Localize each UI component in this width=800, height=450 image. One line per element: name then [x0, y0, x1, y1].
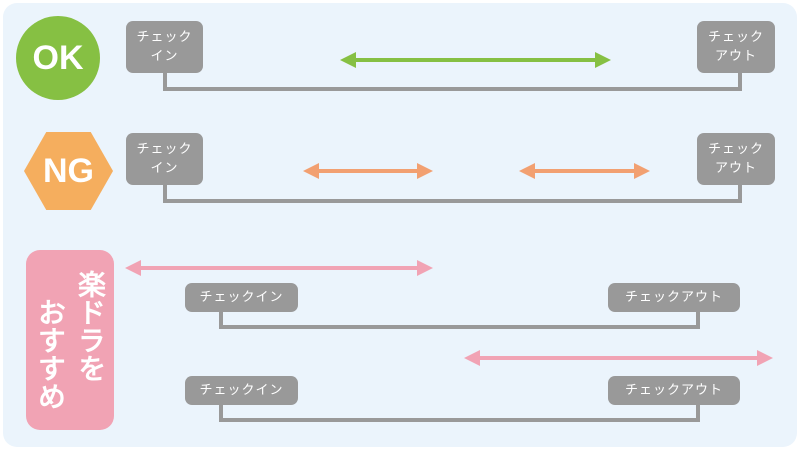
ok-badge: OK — [16, 16, 100, 100]
ng-checkin-label: チェック イン — [126, 133, 203, 185]
diagram-panel — [3, 3, 797, 447]
ng-badge-text: NG — [43, 151, 94, 190]
rec-checkin-label-2: チェックイン — [185, 376, 298, 405]
recommend-text-col1: おすすめ — [34, 298, 67, 410]
ok-stay-line — [163, 73, 742, 91]
recommend-text-columns: 楽ドラを おすすめ — [33, 270, 107, 410]
rec-checkout-label-2: チェックアウト — [608, 376, 740, 405]
rec-stay-line-2 — [219, 405, 700, 422]
rec-checkin-label-1: チェックイン — [185, 283, 298, 312]
ok-checkout-label: チェック アウト — [697, 21, 775, 73]
ng-stay-line — [163, 185, 742, 203]
ng-checkout-label: チェック アウト — [697, 133, 775, 185]
rec-checkout-label-1: チェックアウト — [608, 283, 740, 312]
recommend-text-col2: 楽ドラを — [74, 270, 107, 382]
rec-stay-line-1 — [219, 312, 700, 329]
recommend-badge: 楽ドラを おすすめ — [26, 250, 114, 430]
ok-badge-text: OK — [32, 38, 84, 77]
ok-checkin-label: チェック イン — [126, 21, 203, 73]
